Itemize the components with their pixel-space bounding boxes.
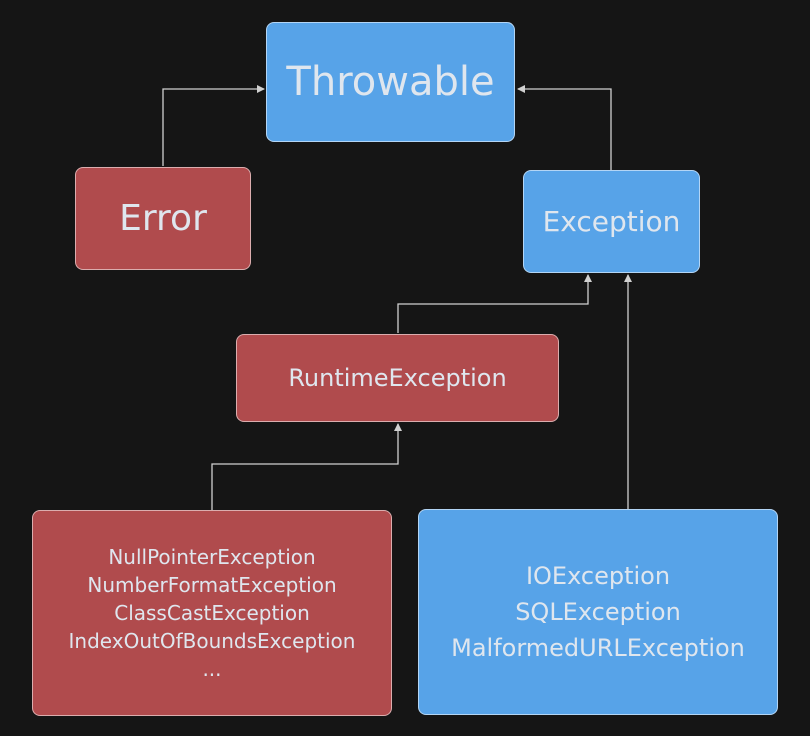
runtime-exception-label: RuntimeException: [288, 364, 507, 392]
error-node: Error: [75, 167, 251, 270]
edge-runtime-subclasses-to-runtimeexception: [211, 423, 402, 510]
exception-label: Exception: [542, 204, 681, 238]
checked-subclasses-node: IOException SQLException MalformedURLExc…: [418, 509, 778, 715]
checked-subclass-item: MalformedURLException: [451, 634, 745, 662]
runtime-exception-node: RuntimeException: [236, 334, 559, 422]
exception-node: Exception: [523, 170, 700, 273]
runtime-subclass-item: IndexOutOfBoundsException: [68, 629, 356, 653]
runtime-subclass-item: ClassCastException: [114, 601, 310, 625]
throwable-label: Throwable: [286, 59, 495, 105]
checked-subclass-item: IOException: [525, 562, 671, 590]
runtime-subclass-item: NullPointerException: [108, 545, 316, 569]
throwable-node: Throwable: [266, 22, 515, 142]
checked-subclass-item: SQLException: [515, 598, 681, 626]
runtime-subclass-item: NumberFormatException: [87, 573, 337, 597]
unchecked-subclasses-node: NullPointerException NumberFormatExcepti…: [32, 510, 392, 716]
error-label: Error: [119, 197, 207, 239]
runtime-subclass-ellipsis: ...: [202, 657, 222, 681]
edge-exception-to-throwable: [517, 85, 612, 170]
edge-error-to-throwable: [162, 85, 265, 166]
edge-runtimeexception-to-exception: [397, 274, 592, 333]
